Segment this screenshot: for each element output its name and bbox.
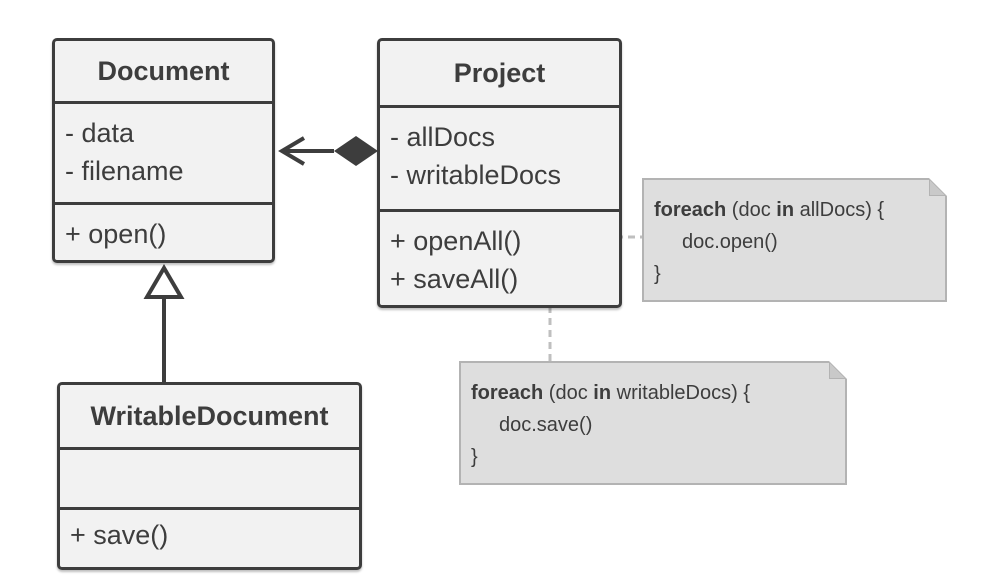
inheritance-triangle: [143, 264, 185, 299]
code-line: doc.save(): [499, 414, 593, 436]
methods-section: + save(): [60, 510, 359, 562]
note-fold-icon: [929, 178, 947, 196]
code-line: foreach (doc in allDocs) {: [654, 194, 935, 226]
keyword: foreach: [471, 382, 544, 404]
code-text: writableDocs) {: [611, 382, 750, 404]
attribute: - filename: [65, 156, 184, 186]
keyword: in: [593, 382, 612, 404]
methods-section: + open(): [55, 205, 272, 260]
attributes-section: - allDocs - writableDocs: [380, 108, 619, 212]
class-project: Project - allDocs - writableDocs + openA…: [377, 38, 622, 308]
method: + save(): [70, 520, 169, 550]
code-line: foreach (doc in writableDocs) {: [471, 377, 835, 409]
class-document: Document - data - filename + open(): [52, 38, 275, 263]
note-openall: foreach (doc in allDocs) { doc.open() }: [642, 178, 947, 302]
class-name: WritableDocument: [60, 385, 359, 450]
code-text: (doc: [726, 199, 777, 221]
method: + saveAll(): [390, 264, 519, 294]
methods-section: + openAll() + saveAll(): [380, 212, 619, 305]
attribute: - writableDocs: [390, 160, 562, 190]
keyword: foreach: [654, 199, 727, 221]
code-text: (doc: [543, 382, 594, 404]
note-saveall: foreach (doc in writableDocs) { doc.save…: [459, 361, 847, 485]
attribute: - allDocs: [390, 122, 496, 152]
code-line: }: [471, 446, 478, 468]
class-writable-document: WritableDocument + save(): [57, 382, 362, 570]
code-line: }: [654, 263, 661, 285]
attributes-section: [60, 450, 359, 510]
composition-arrowhead: [278, 136, 306, 166]
composition-diamond: [334, 136, 378, 166]
class-name: Document: [55, 41, 272, 104]
code-line: doc.open(): [682, 231, 778, 253]
attributes-section: - data - filename: [55, 104, 272, 205]
method: + openAll(): [390, 226, 522, 256]
attribute: - data: [65, 118, 135, 148]
code-text: allDocs) {: [794, 199, 885, 221]
note-fold-icon: [829, 361, 847, 379]
keyword: in: [776, 199, 795, 221]
method: + open(): [65, 219, 167, 249]
class-name: Project: [380, 41, 619, 108]
